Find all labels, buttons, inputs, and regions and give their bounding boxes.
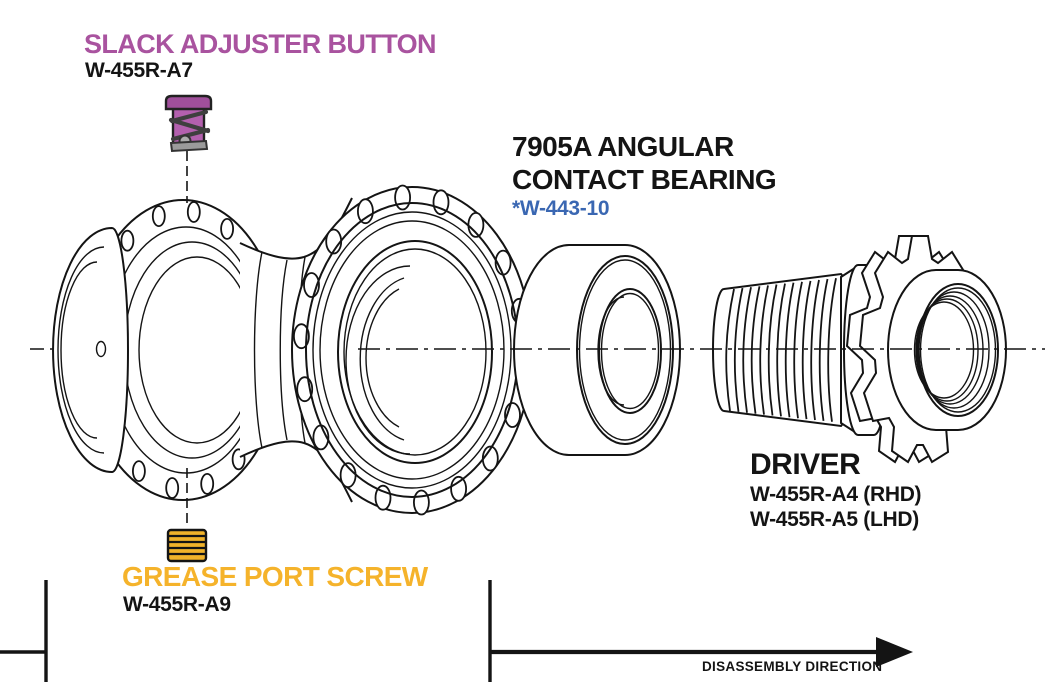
slack-adjuster-button-drawing [164, 94, 213, 153]
button-spring [168, 109, 211, 142]
disassembly-axis [0, 580, 913, 682]
driver-title: DRIVER [750, 448, 861, 481]
disassembly-direction-label: DISASSEMBLY DIRECTION [702, 659, 883, 674]
grease-port-screw-drawing [166, 528, 208, 563]
hub-bore [337, 240, 493, 464]
driver-part-number-rhd: W-455R-A4 (RHD) [750, 483, 922, 506]
disassembly-arrow [876, 637, 913, 667]
bearing-title-line1: 7905A ANGULAR [512, 131, 734, 162]
driver-ring [887, 269, 1007, 431]
grease-port-part-number: W-455R-A9 [123, 593, 231, 616]
slack-adjuster-part-number: W-455R-A7 [85, 59, 193, 82]
hub-shell-drawing [52, 184, 533, 516]
bearing-part-number: *W-443-10 [512, 197, 610, 220]
slack-adjuster-title: SLACK ADJUSTER BUTTON [84, 29, 437, 59]
bearing-drawing [513, 244, 681, 456]
grease-port-title: GREASE PORT SCREW [122, 561, 428, 592]
driver-part-number-lhd: W-455R-A5 (LHD) [750, 508, 919, 531]
axle-end-cap [52, 226, 129, 474]
bearing-title-line2: CONTACT BEARING [512, 164, 777, 195]
driver-threads [725, 278, 837, 422]
